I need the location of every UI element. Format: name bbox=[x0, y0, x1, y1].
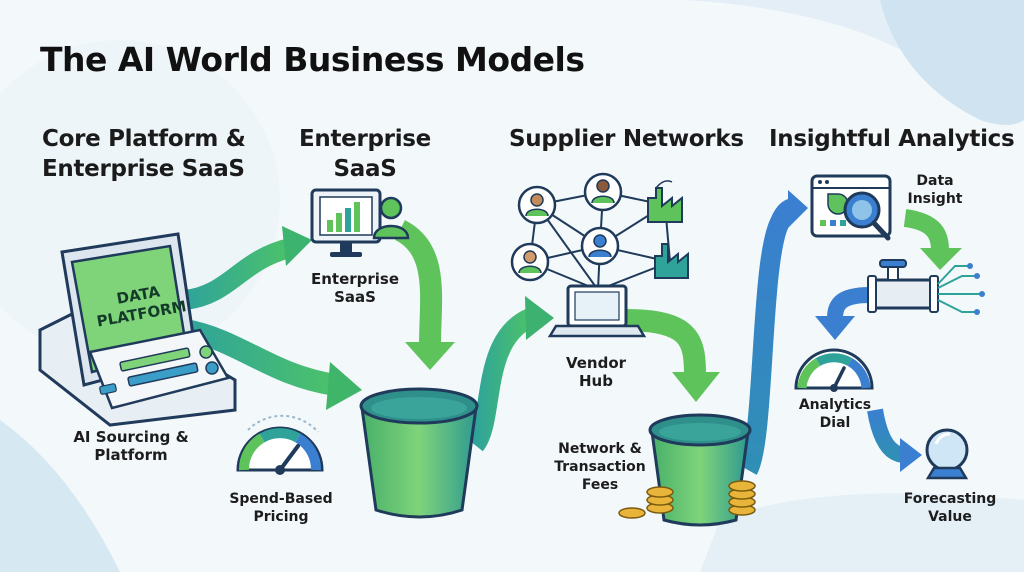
label-line: Dial bbox=[819, 415, 851, 431]
enterprise-saas-label: Enterprise SaaS bbox=[310, 270, 400, 306]
arrow-icon bbox=[920, 248, 962, 270]
label-line: Forecasting bbox=[903, 491, 997, 507]
factory-icon bbox=[647, 180, 683, 223]
label-line: Vendor bbox=[565, 354, 627, 372]
label-line: Value bbox=[928, 509, 972, 525]
label-line: Analytics bbox=[798, 397, 872, 413]
arrow-icon bbox=[394, 220, 443, 346]
label-line: Spend-Based bbox=[229, 491, 333, 507]
label-line: Transaction bbox=[554, 459, 646, 475]
laptop-icon bbox=[38, 232, 237, 427]
user-icon bbox=[580, 226, 620, 266]
arrow-icon bbox=[183, 238, 293, 310]
arrow-icon bbox=[738, 198, 796, 475]
laptop-icon bbox=[547, 284, 647, 338]
heading-enterprise-saas: Enterprise SaaS bbox=[290, 124, 440, 184]
heading-line: Core Platform & bbox=[42, 126, 246, 152]
label-line: Platform bbox=[94, 446, 168, 464]
arrow-icon bbox=[405, 342, 455, 370]
bar-chart-icon bbox=[327, 202, 360, 232]
analytics-dial-label: Analytics Dial bbox=[790, 396, 880, 432]
arrows bbox=[182, 190, 962, 475]
heading-line: Enterprise SaaS bbox=[42, 156, 245, 182]
label-line: SaaS bbox=[334, 288, 376, 306]
forecasting-value-label: Forecasting Value bbox=[900, 490, 1000, 526]
network-transaction-fees-label: Network & Transaction Fees bbox=[552, 440, 648, 494]
bucket-icon bbox=[648, 413, 752, 527]
label-line: Pricing bbox=[253, 509, 309, 525]
page-title: The AI World Business Models bbox=[40, 40, 585, 79]
user-icon bbox=[517, 185, 557, 225]
arrow-icon bbox=[624, 309, 706, 376]
arrow-icon bbox=[672, 372, 720, 402]
arrow-icon bbox=[466, 308, 535, 452]
label-line: Fees bbox=[581, 477, 619, 493]
bucket-icon bbox=[359, 387, 479, 519]
heading-supplier-networks: Supplier Networks bbox=[509, 126, 744, 152]
arrow-icon bbox=[903, 209, 949, 251]
network-icon bbox=[510, 172, 671, 291]
heading-line: SaaS bbox=[333, 156, 397, 182]
arrow-icon bbox=[326, 362, 362, 410]
ai-sourcing-label: AI Sourcing & Platform bbox=[66, 428, 196, 464]
crystal-ball-icon bbox=[925, 428, 969, 480]
gauge-icon bbox=[794, 348, 874, 392]
user-icon bbox=[372, 196, 410, 240]
factory-icon bbox=[654, 243, 689, 279]
label-line: Hub bbox=[579, 372, 613, 390]
arrow-icon bbox=[282, 226, 312, 266]
vendor-hub-label: Vendor Hub bbox=[556, 354, 636, 390]
magnifier-icon bbox=[843, 191, 891, 241]
user-icon bbox=[583, 172, 623, 212]
label-line: AI Sourcing & bbox=[73, 428, 189, 446]
label-line: Network & bbox=[558, 441, 642, 457]
label-line: Insight bbox=[907, 191, 963, 207]
label-line: Data bbox=[916, 173, 954, 189]
heading-insightful-analytics: Insightful Analytics bbox=[769, 126, 1015, 152]
arrow-icon bbox=[900, 438, 922, 472]
label-line: Enterprise bbox=[310, 270, 400, 288]
spend-based-pricing-label: Spend-Based Pricing bbox=[226, 490, 336, 526]
data-insight-label: Data Insight bbox=[900, 172, 970, 208]
user-icon bbox=[510, 242, 550, 282]
pipe-icon bbox=[867, 259, 985, 315]
arrow-icon bbox=[815, 316, 855, 340]
arrow-icon bbox=[827, 287, 871, 319]
gauge-icon bbox=[236, 414, 324, 475]
arrow-icon bbox=[788, 190, 808, 228]
coins-icon bbox=[618, 480, 756, 519]
arrow-icon bbox=[525, 296, 554, 340]
heading-line: Enterprise bbox=[298, 126, 431, 152]
heading-core-platform: Core Platform & Enterprise SaaS bbox=[42, 124, 246, 184]
